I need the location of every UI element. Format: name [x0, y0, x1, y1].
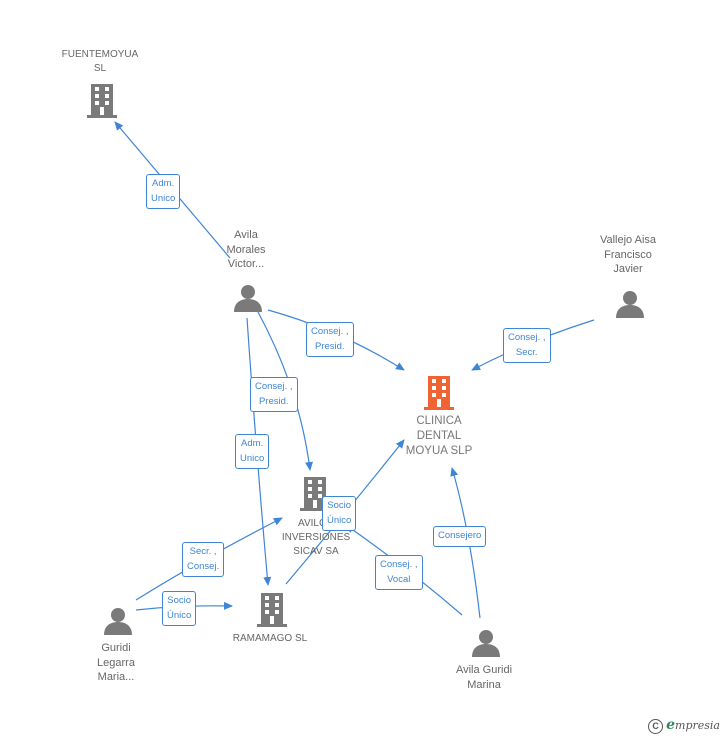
person-icon[interactable] [104, 608, 132, 635]
node-label-line: Victor... [227, 258, 265, 270]
person-icon[interactable] [616, 291, 644, 318]
edge-label-line: Unico [151, 192, 176, 204]
node-label-avila-morales[interactable]: Avila Morales Victor... [208, 228, 284, 272]
node-label-line: MOYUA SLP [405, 445, 473, 457]
node-label-line: Morales [226, 243, 266, 256]
edge-label-secr-consej[interactable]: Secr. , Consej. [182, 542, 225, 577]
node-label-line: Maria... [97, 671, 135, 683]
brand-logo-e: e [666, 717, 676, 734]
building-icon[interactable] [257, 593, 287, 627]
edge-label-line: Consej. , [508, 332, 546, 343]
edge-label-adm-unico[interactable]: Adm. Unico [146, 174, 181, 209]
node-label-line: SICAV SA [293, 546, 339, 557]
edge-label-consej-vocal[interactable]: Consej. , Vocal [375, 555, 423, 590]
person-icon[interactable] [472, 630, 500, 657]
person-icon[interactable] [234, 285, 262, 312]
node-label-line: Avila [234, 229, 258, 241]
node-label-vallejo[interactable]: Vallejo Aisa Francisco Javier [578, 233, 678, 277]
node-label-clinica[interactable]: CLINICA DENTAL MOYUA SLP [387, 414, 491, 459]
edge-label-consej-presid[interactable]: Consej. , Presid. [306, 322, 354, 357]
node-label-line: AVILGU [298, 518, 334, 529]
edge-label-consej-presid[interactable]: Consej. , Presid. [250, 377, 298, 412]
node-label-ramamago[interactable]: RAMAMAGO SL [220, 632, 320, 646]
node-label-fuentemoyua[interactable]: FUENTEMOYUA SL [50, 48, 150, 76]
edge-label-adm-unico[interactable]: Adm. Unico [235, 434, 270, 469]
node-label-line: Guridi [101, 642, 131, 654]
edge-label-line: Presid. [258, 395, 289, 407]
edge-label-line: Único [327, 514, 352, 526]
edge-label-line: Adm. [241, 438, 264, 449]
node-label-avilgu[interactable]: AVILGU INVERSIONES SICAV SA [266, 517, 366, 559]
edge-label-line: Secr. [515, 346, 538, 358]
node-label-line: Javier [613, 263, 643, 275]
edge-label-line: Socio [167, 595, 192, 606]
node-label-line: Avila Guridi [455, 664, 513, 676]
node-label-avila-guridi[interactable]: Avila Guridi Marina [432, 663, 536, 692]
edge-label-socio-unico[interactable]: Socio Único [322, 496, 357, 531]
brand-logo-text: mpresia [675, 719, 720, 733]
edge-label-consejero[interactable]: Consejero [433, 526, 487, 547]
node-label-line: Francisco [604, 248, 652, 261]
node-label-line: DENTAL [416, 430, 462, 442]
node-label-line: Marina [467, 678, 501, 691]
edge-label-line: Vocal [387, 573, 411, 585]
copyright-icon: C [648, 719, 664, 734]
edge-label-line: Único [167, 609, 192, 621]
edge-label-line: Consej. , [380, 559, 418, 570]
node-label-line: FUENTEMOYUA [61, 49, 139, 60]
building-icon[interactable] [424, 376, 454, 410]
node-label-line: RAMAMAGO SL [232, 633, 308, 644]
edge-label-consej-secr[interactable]: Consej. , Secr. [503, 328, 551, 363]
node-label-line: SL [93, 63, 107, 74]
node-label-guridi-legarra[interactable]: Guridi Legarra Maria... [78, 641, 154, 685]
edge-label-line: Socio [327, 500, 352, 511]
edge-label-line: Adm. [152, 178, 175, 189]
edge-label-line: Consej. , [255, 381, 293, 392]
edge-label-line: Consej. , [311, 326, 349, 337]
building-icon[interactable] [87, 84, 117, 118]
node-label-line: Vallejo Aisa [599, 234, 657, 246]
edge-label-line: Consej. [187, 560, 220, 572]
edge-label-line: Secr. , [189, 546, 217, 557]
edge-label-line: Consejero [438, 530, 482, 541]
edge-label-line: Presid. [314, 340, 345, 352]
edge-label-socio-unico[interactable]: Socio Único [162, 591, 197, 626]
node-label-line: CLINICA [416, 415, 462, 427]
node-label-line: Legarra [97, 656, 135, 669]
node-label-line: INVERSIONES [281, 532, 351, 543]
edge-label-line: Unico [240, 452, 265, 464]
